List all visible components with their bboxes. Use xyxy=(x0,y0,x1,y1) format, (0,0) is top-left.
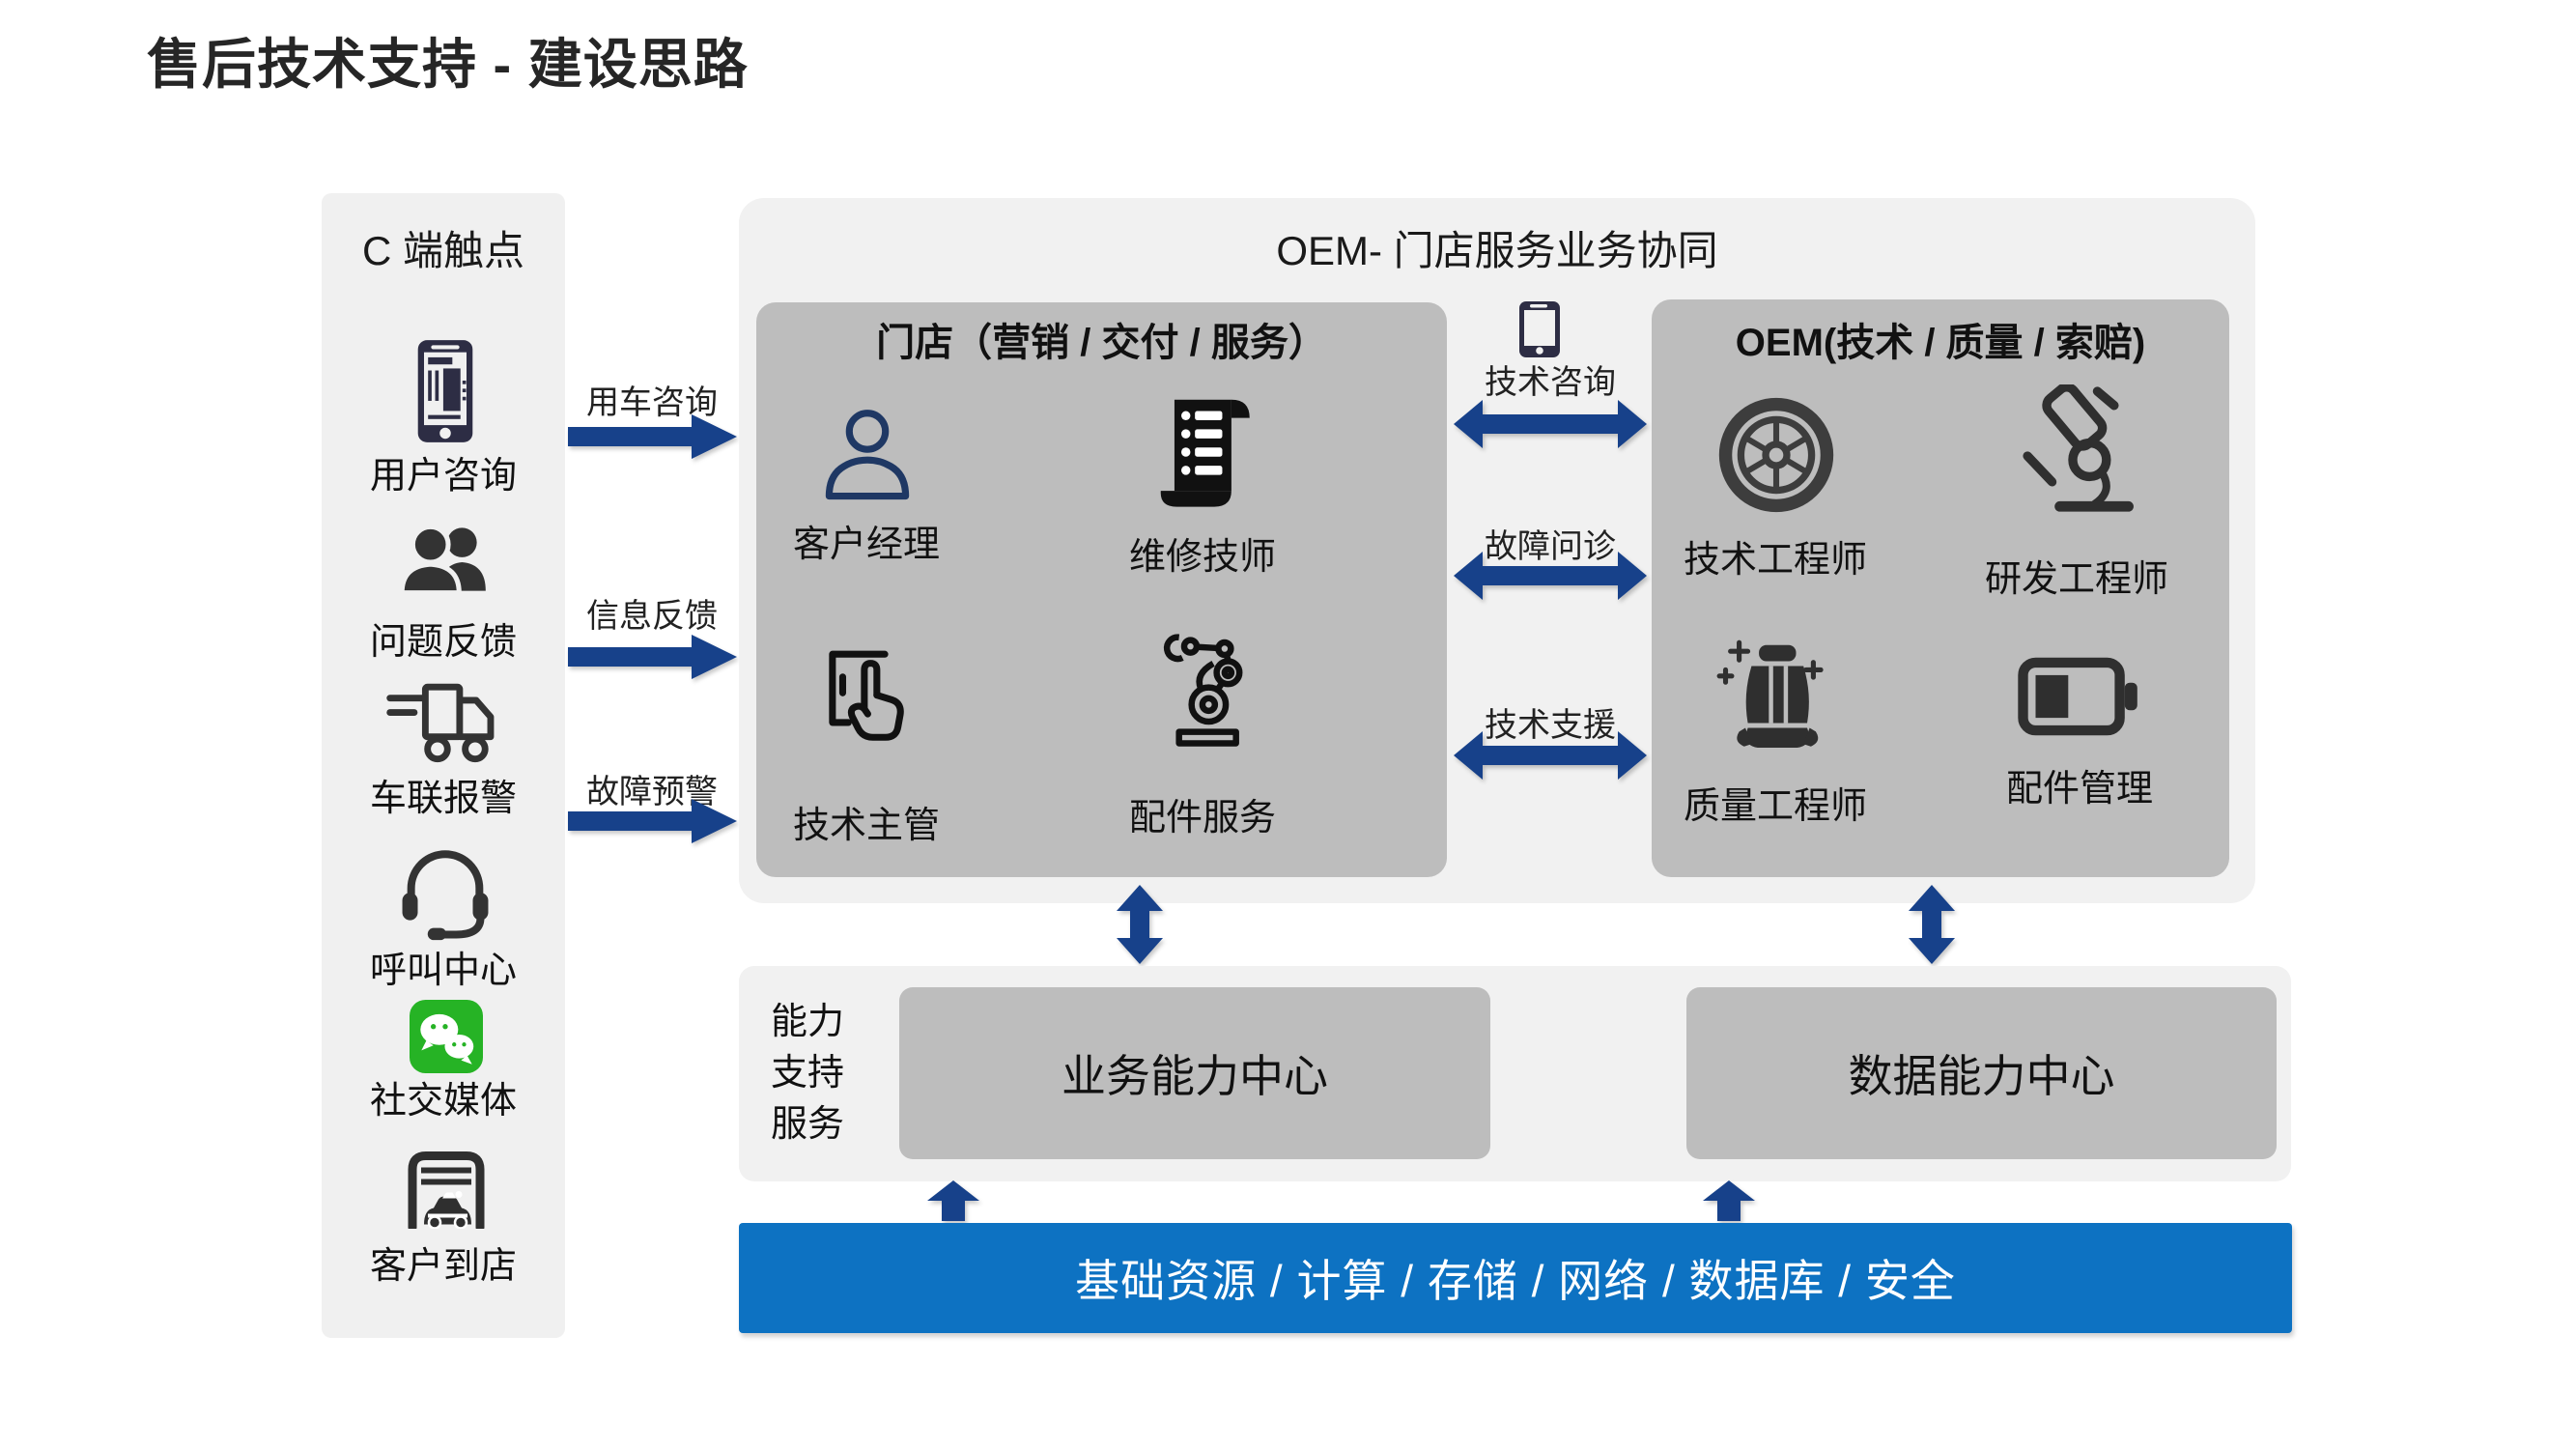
right-arrow xyxy=(568,799,737,843)
smartphone-icon xyxy=(399,338,492,444)
wechat-icon xyxy=(410,1000,483,1073)
oem-role-label: 技术工程师 xyxy=(1683,539,1867,581)
car-seat-icon xyxy=(1714,626,1838,763)
up-arrow xyxy=(927,1180,979,1221)
store-role-label: 维修技师 xyxy=(1128,536,1276,578)
touch-screen-icon xyxy=(814,636,922,759)
sidebar-item-label: 呼叫中心 xyxy=(369,950,517,991)
oem-role-label: 质量工程师 xyxy=(1683,785,1867,827)
sidebar-title: C 端触点 xyxy=(361,227,524,273)
store-role-label: 客户经理 xyxy=(792,524,940,565)
microscope-icon xyxy=(2012,384,2141,520)
double-arrow-vertical xyxy=(1909,885,1955,964)
robot-arm-icon xyxy=(1149,620,1263,759)
flow-label-consult: 用车咨询 xyxy=(586,384,718,421)
exchange-label-diagnosis: 故障问诊 xyxy=(1485,527,1616,565)
wheel-icon xyxy=(1717,391,1835,519)
right-arrow xyxy=(568,635,737,679)
garage-car-icon xyxy=(403,1146,490,1229)
headset-icon xyxy=(390,833,500,943)
double-arrow-horizontal xyxy=(1454,400,1647,448)
sidebar-item-label: 社交媒体 xyxy=(369,1080,517,1122)
phone-icon xyxy=(1514,299,1565,359)
sidebar-item-label: 问题反馈 xyxy=(369,621,517,663)
collaboration-title: OEM- 门店服务业务协同 xyxy=(1276,227,1718,273)
data-capability-center: 数据能力中心 xyxy=(1686,987,2277,1159)
up-arrow xyxy=(1703,1180,1755,1221)
sidebar-item-label: 用户咨询 xyxy=(369,455,517,497)
oem-role-label: 研发工程师 xyxy=(1984,558,2168,600)
capability-side-label: 能力 支持 服务 xyxy=(771,1002,845,1145)
store-box-title: 门店（营销 / 交付 / 服务） xyxy=(876,322,1327,364)
oem-box-title: OEM(技术 / 质量 / 索赔) xyxy=(1735,322,2146,364)
people-icon xyxy=(384,512,506,611)
right-arrow xyxy=(568,414,737,459)
sidebar-item-label: 客户到店 xyxy=(369,1245,517,1287)
truck-icon xyxy=(384,679,506,768)
page-title: 售后技术支持 - 建设思路 xyxy=(147,34,749,95)
sidebar-item-label: 车联报警 xyxy=(369,778,517,819)
oem-box xyxy=(1652,299,2229,877)
oem-role-label: 配件管理 xyxy=(2005,768,2153,810)
exchange-label-consult: 技术咨询 xyxy=(1485,363,1616,401)
double-arrow-horizontal xyxy=(1454,731,1647,780)
exchange-label-support: 技术支援 xyxy=(1485,706,1616,744)
double-arrow-vertical xyxy=(1117,885,1163,964)
double-arrow-horizontal xyxy=(1454,552,1647,600)
infrastructure-bar: 基础资源 / 计算 / 存储 / 网络 / 数据库 / 安全 xyxy=(739,1223,2292,1333)
business-capability-center: 业务能力中心 xyxy=(899,987,1490,1159)
store-role-label: 配件服务 xyxy=(1128,797,1276,838)
store-role-label: 技术主管 xyxy=(792,805,940,846)
person-icon xyxy=(814,394,920,512)
flow-label-feedback: 信息反馈 xyxy=(586,597,718,635)
checklist-scroll-icon xyxy=(1149,386,1258,518)
battery-icon xyxy=(2017,645,2142,748)
store-box xyxy=(756,302,1447,877)
